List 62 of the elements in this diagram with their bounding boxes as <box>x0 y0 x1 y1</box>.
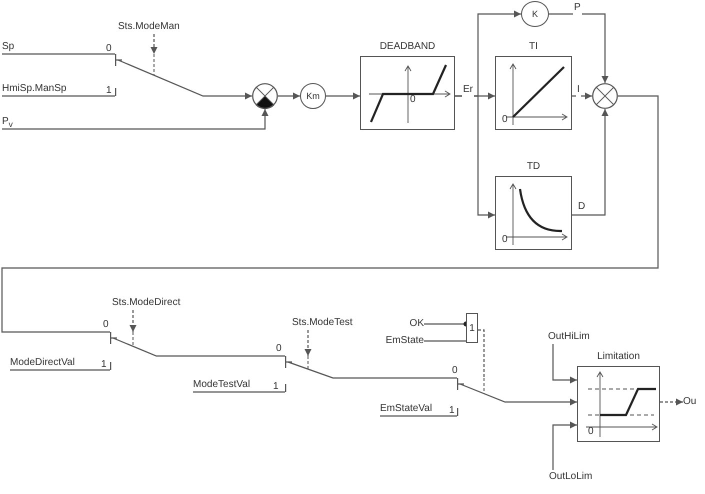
block-title: TD <box>526 160 542 174</box>
signal-line <box>193 391 285 393</box>
signal-name: OK <box>400 318 424 330</box>
logic-block: 1 <box>466 313 478 343</box>
signal-line <box>2 109 268 130</box>
signal-line <box>517 398 577 406</box>
axis-label: 0 <box>502 113 508 127</box>
signal-name: ModeTestVal <box>193 378 273 392</box>
signal-line <box>345 377 457 379</box>
port-number: 0 <box>106 42 112 56</box>
axis-label: 0 <box>588 425 594 439</box>
signal-line <box>552 344 577 384</box>
signal-line <box>10 369 110 371</box>
edge-label: P <box>573 1 582 15</box>
signal-line <box>380 415 457 417</box>
signal-line <box>278 92 300 100</box>
axis-label: 0 <box>410 93 416 107</box>
signal-line <box>304 330 312 356</box>
signal-line <box>424 340 466 342</box>
port-number: 0 <box>452 364 458 378</box>
signal-name: Sts.ModeDirect <box>112 296 202 310</box>
signal-name: ModeDirectVal <box>10 356 90 370</box>
signal-line <box>225 92 252 100</box>
signal-name: HmiSp.ManSp <box>2 82 82 96</box>
signal-name: Sp <box>2 40 32 54</box>
signal-line <box>424 322 468 326</box>
port-number: 1 <box>449 404 455 418</box>
signal-name: OutHiLim <box>548 330 614 344</box>
port-number: 0 <box>103 318 109 332</box>
signal-name: EmState <box>376 335 424 347</box>
signal-line <box>2 53 115 55</box>
block-title: DEADBAND <box>378 40 436 54</box>
signal-line <box>1 95 659 333</box>
signal-line <box>2 95 115 97</box>
signal-name: EmStateVal <box>380 402 450 416</box>
signal-name: Ou <box>683 395 705 409</box>
block-title: Limitation <box>596 350 641 364</box>
signal-line <box>572 109 608 216</box>
port-number: 0 <box>276 342 282 356</box>
signal-line <box>326 92 360 100</box>
signal-line <box>660 398 683 406</box>
block-title: TI <box>528 40 539 54</box>
signal-name: Sts.ModeMan <box>118 20 198 34</box>
signal-line <box>478 329 485 378</box>
signal-line <box>168 355 285 357</box>
signal-line <box>150 34 158 54</box>
port-number: 1 <box>273 380 279 394</box>
signal-line <box>552 422 577 470</box>
signal-line <box>549 13 608 83</box>
port-number: 1 <box>101 358 107 372</box>
signal-line <box>130 310 136 332</box>
signal-line <box>572 92 592 100</box>
edge-label: I <box>576 83 581 97</box>
edge-label: Er <box>462 83 474 97</box>
axis-label: 0 <box>502 233 508 247</box>
gain-circle: K <box>521 1 549 27</box>
signal-line <box>455 95 495 218</box>
signal-name: Sts.ModeTest <box>292 316 372 330</box>
gain-circle: Km <box>300 83 326 109</box>
signal-name: OutLoLim <box>549 470 615 484</box>
signal-name: P$_{v}$ <box>2 115 22 129</box>
port-number: 1 <box>106 84 112 98</box>
